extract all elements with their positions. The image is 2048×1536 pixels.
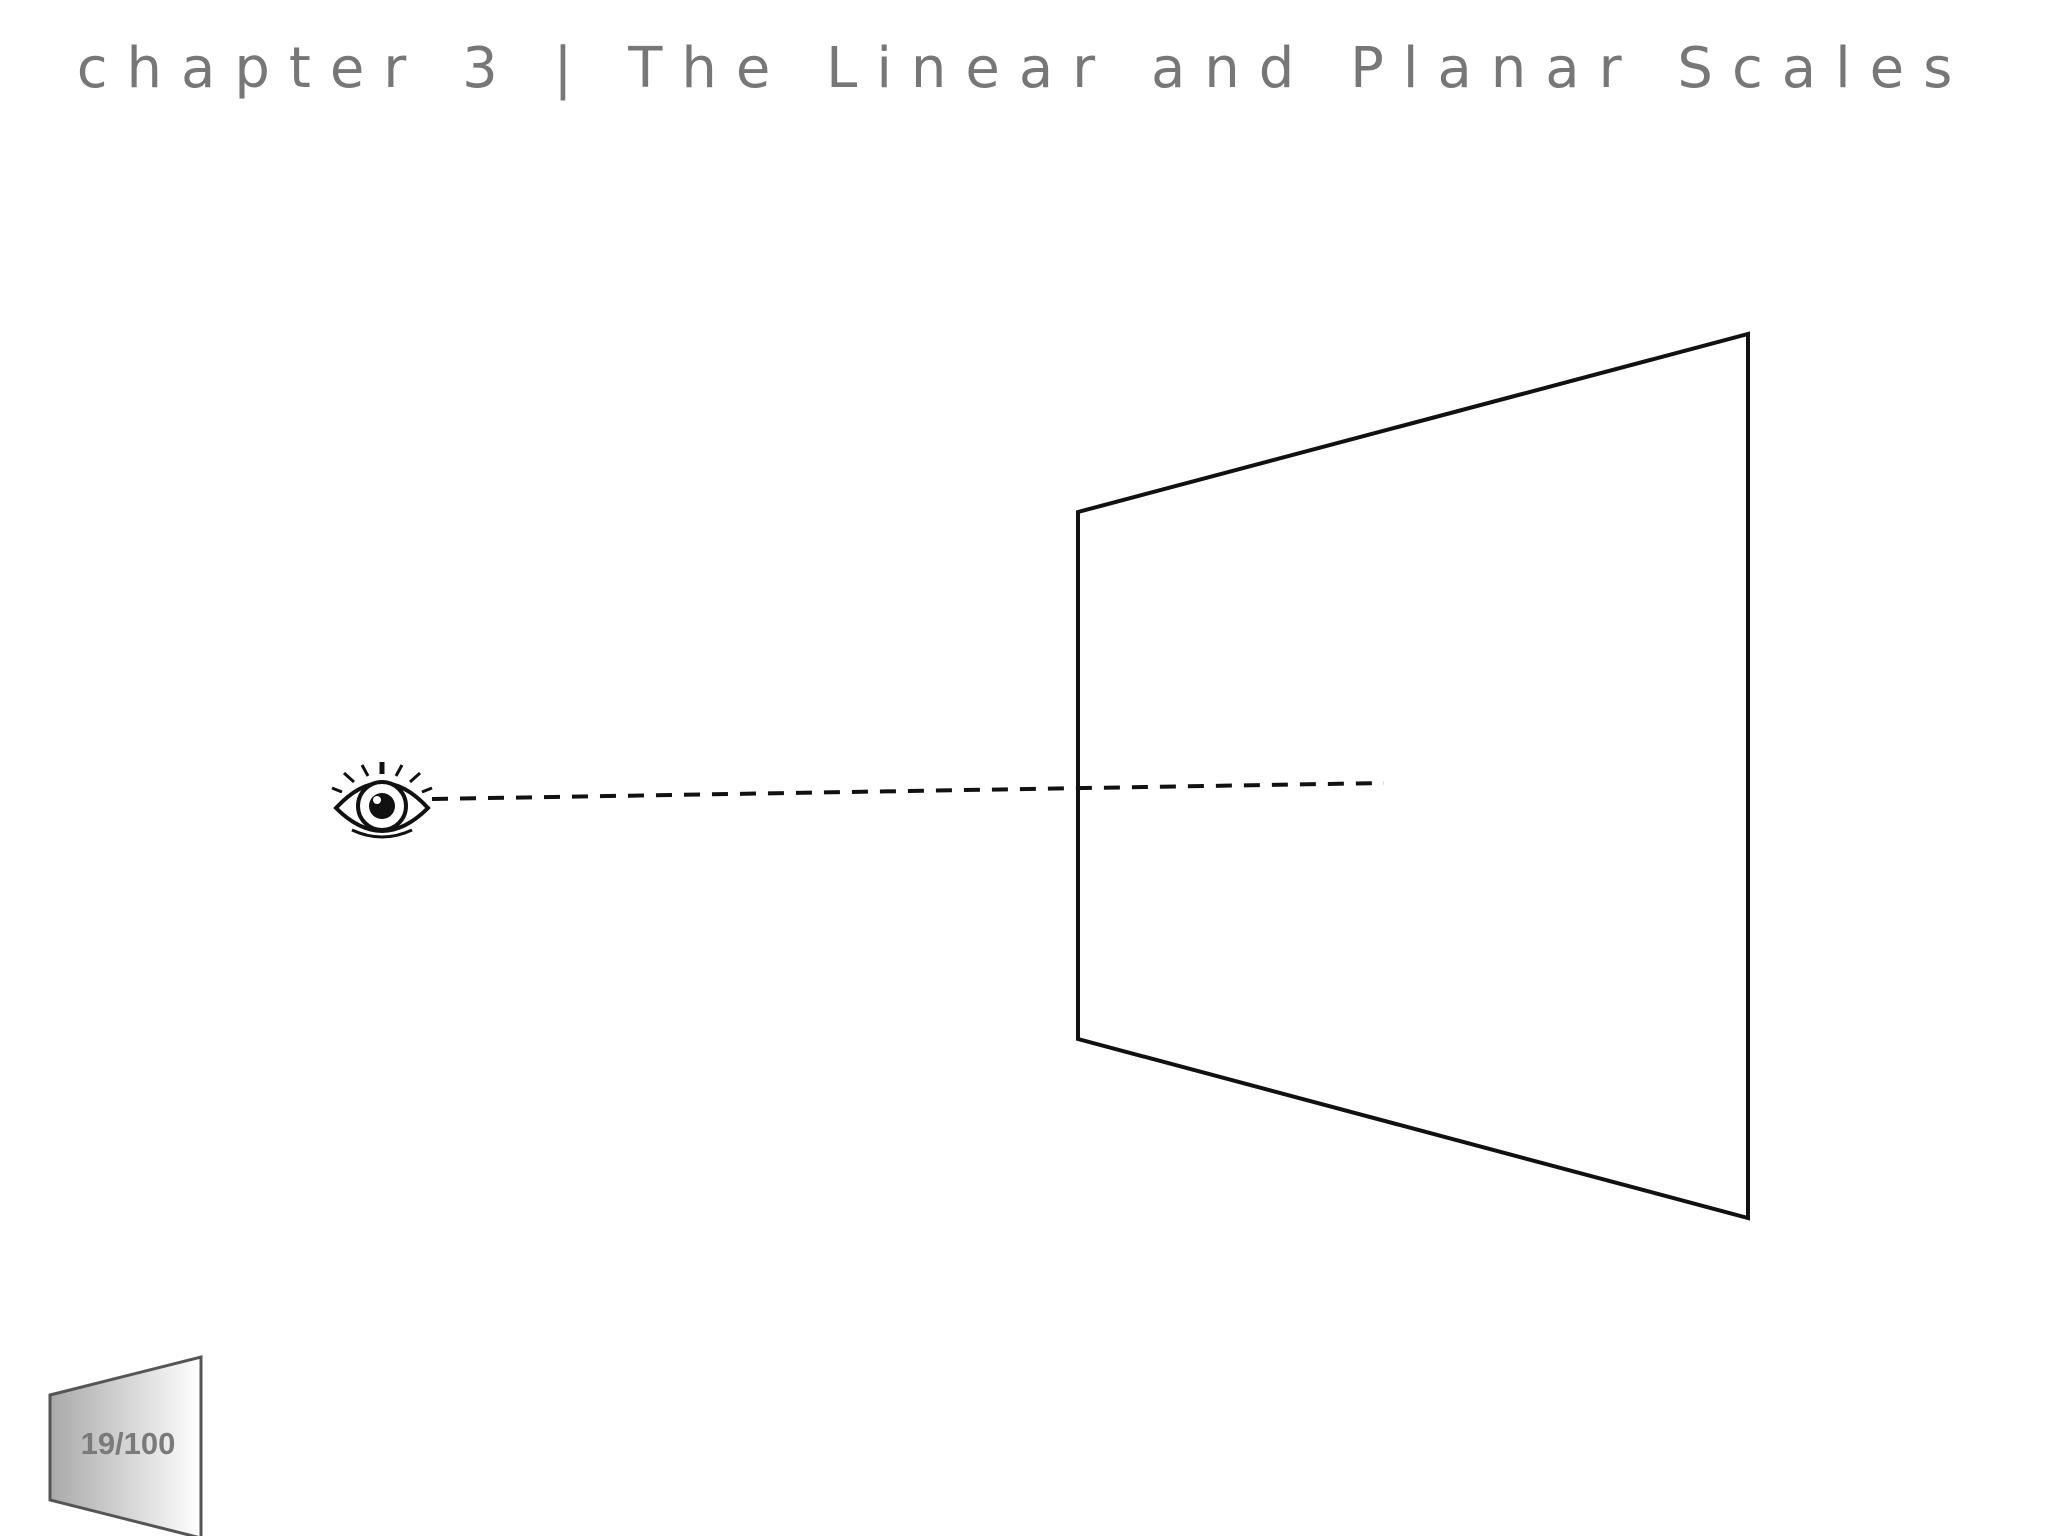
- eye-icon: [331, 762, 433, 839]
- picture-plane: [1076, 331, 1750, 1221]
- page-title: chapter 3 | The Linear and Planar Scales: [76, 36, 1972, 101]
- sight-line: [431, 781, 1385, 801]
- page-badge[interactable]: [48, 1355, 203, 1536]
- page-indicator: 19/100: [80, 1426, 176, 1461]
